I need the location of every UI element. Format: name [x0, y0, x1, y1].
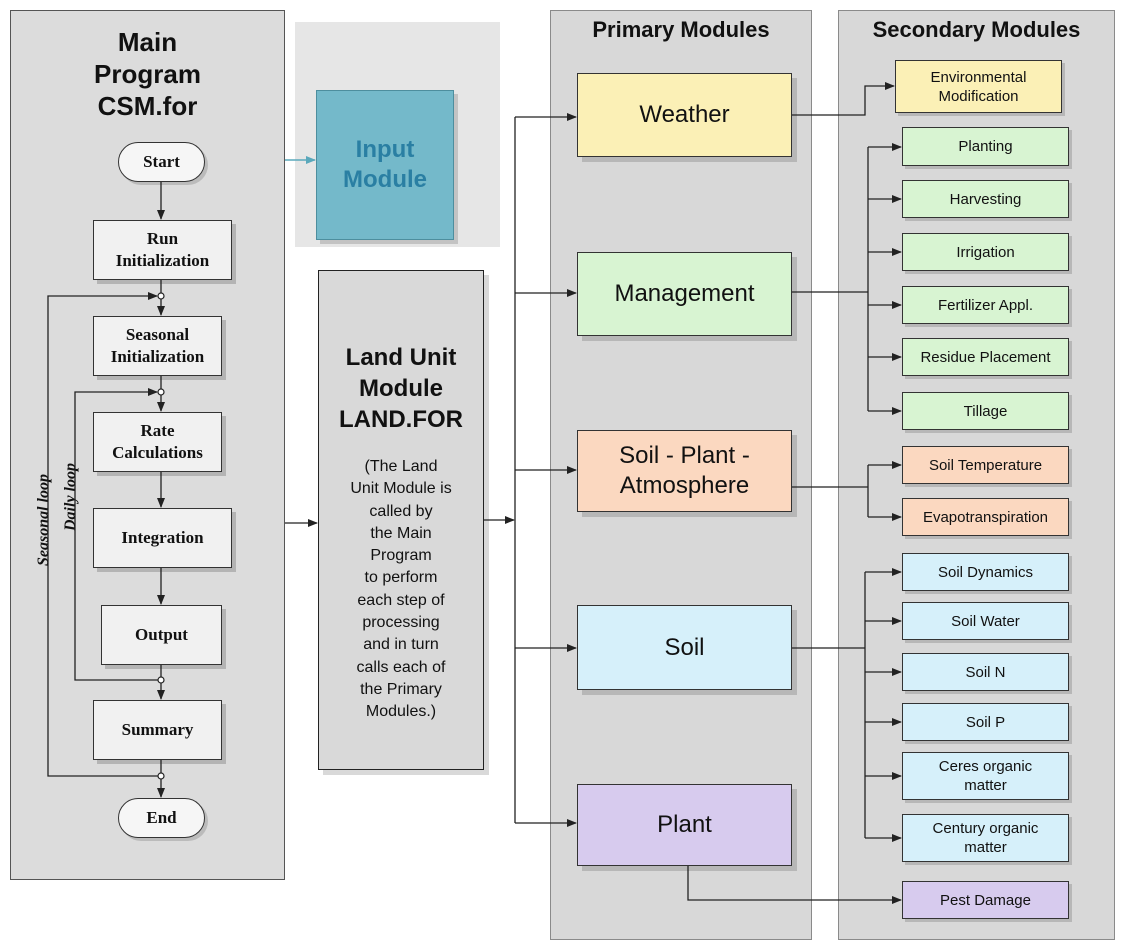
- environmental-modification-module: Environmental Modification: [895, 60, 1062, 113]
- planting-module: Planting: [902, 127, 1069, 166]
- ceres-organic-matter-module: Ceres organic matter: [902, 752, 1069, 800]
- tillage-module: Tillage: [902, 392, 1069, 430]
- fertilizer-application-module: Fertilizer Appl.: [902, 286, 1069, 324]
- integration-step: Integration: [93, 508, 232, 568]
- secondary-modules-heading: Secondary Modules: [872, 17, 1081, 42]
- land-unit-description: (The Land Unit Module is called by the M…: [350, 458, 452, 721]
- irrigation-module: Irrigation: [902, 233, 1069, 271]
- start-terminal: Start: [118, 142, 205, 182]
- evapotranspiration-module: Evapotranspiration: [902, 498, 1069, 536]
- summary-step: Summary: [93, 700, 222, 760]
- input-module-box: Input Module: [316, 90, 454, 240]
- plant-module: Plant: [577, 784, 792, 866]
- output-step: Output: [101, 605, 222, 665]
- soil-module: Soil: [577, 605, 792, 690]
- pest-damage-module: Pest Damage: [902, 881, 1069, 919]
- rate-calculations-step: Rate Calculations: [93, 412, 222, 472]
- century-organic-matter-module: Century organic matter: [902, 814, 1069, 862]
- daily-loop-label: Daily loop: [62, 463, 79, 531]
- soil-dynamics-module: Soil Dynamics: [902, 553, 1069, 591]
- run-initialization-step: Run Initialization: [93, 220, 232, 280]
- soil-plant-atmosphere-module: Soil - Plant - Atmosphere: [577, 430, 792, 512]
- harvesting-module: Harvesting: [902, 180, 1069, 218]
- weather-module: Weather: [577, 73, 792, 157]
- soil-temperature-module: Soil Temperature: [902, 446, 1069, 484]
- soil-n-module: Soil N: [902, 653, 1069, 691]
- land-unit-module-box: Land Unit Module LAND.FOR (The Land Unit…: [318, 270, 484, 770]
- primary-modules-heading: Primary Modules: [592, 17, 770, 42]
- seasonal-loop-label: Seasonal loop: [35, 474, 52, 567]
- end-terminal: End: [118, 798, 205, 838]
- land-unit-title: Land Unit Module LAND.FOR: [339, 344, 463, 433]
- residue-placement-module: Residue Placement: [902, 338, 1069, 376]
- soil-water-module: Soil Water: [902, 602, 1069, 640]
- soil-p-module: Soil P: [902, 703, 1069, 741]
- main-program-title: Main Program CSM.for: [94, 27, 201, 121]
- management-module: Management: [577, 252, 792, 336]
- seasonal-initialization-step: Seasonal Initialization: [93, 316, 222, 376]
